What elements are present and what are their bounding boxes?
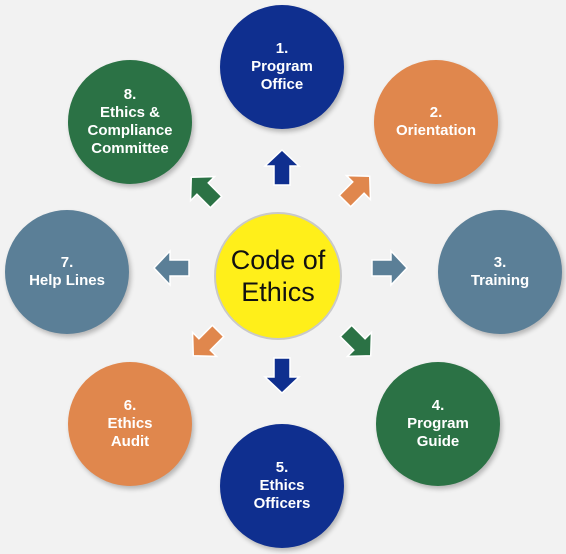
arrow-to-help-lines bbox=[152, 249, 190, 287]
node-label: 6. Ethics Audit bbox=[107, 397, 153, 450]
node-program-office: 1. Program Office bbox=[220, 5, 344, 129]
node-label: 2. Orientation bbox=[395, 104, 476, 139]
node-label: 7. Help Lines bbox=[29, 254, 105, 289]
node-ethics-audit: 6. Ethics Audit bbox=[68, 362, 192, 486]
node-training: 3. Training bbox=[438, 210, 562, 334]
arrow-to-ethics-compliance-committee bbox=[189, 175, 223, 209]
arrow-to-training bbox=[371, 249, 409, 287]
node-ethics-compliance-committee: 8. Ethics & Compliance Committee bbox=[68, 60, 192, 184]
center-code-of-ethics: Code of Ethics bbox=[214, 212, 342, 340]
arrow-to-ethics-audit bbox=[191, 324, 225, 358]
arrow-to-orientation bbox=[338, 174, 372, 208]
node-label: 1. Program Office bbox=[251, 40, 313, 93]
node-program-guide: 4. Program Guide bbox=[376, 362, 500, 486]
arrow-to-program-guide bbox=[339, 324, 373, 358]
node-label: 3. Training bbox=[470, 254, 530, 289]
arrow-to-program-office bbox=[263, 148, 301, 186]
node-label: 4. Program Guide bbox=[407, 397, 469, 450]
node-label: 8. Ethics & Compliance Committee bbox=[87, 86, 173, 157]
node-orientation: 2. Orientation bbox=[374, 60, 498, 184]
node-label: 5. Ethics Officers bbox=[253, 459, 311, 512]
node-help-lines: 7. Help Lines bbox=[5, 210, 129, 334]
node-ethics-officers: 5. Ethics Officers bbox=[220, 424, 344, 548]
center-label: Code of Ethics bbox=[230, 245, 326, 307]
arrow-to-ethics-officers bbox=[263, 357, 301, 395]
